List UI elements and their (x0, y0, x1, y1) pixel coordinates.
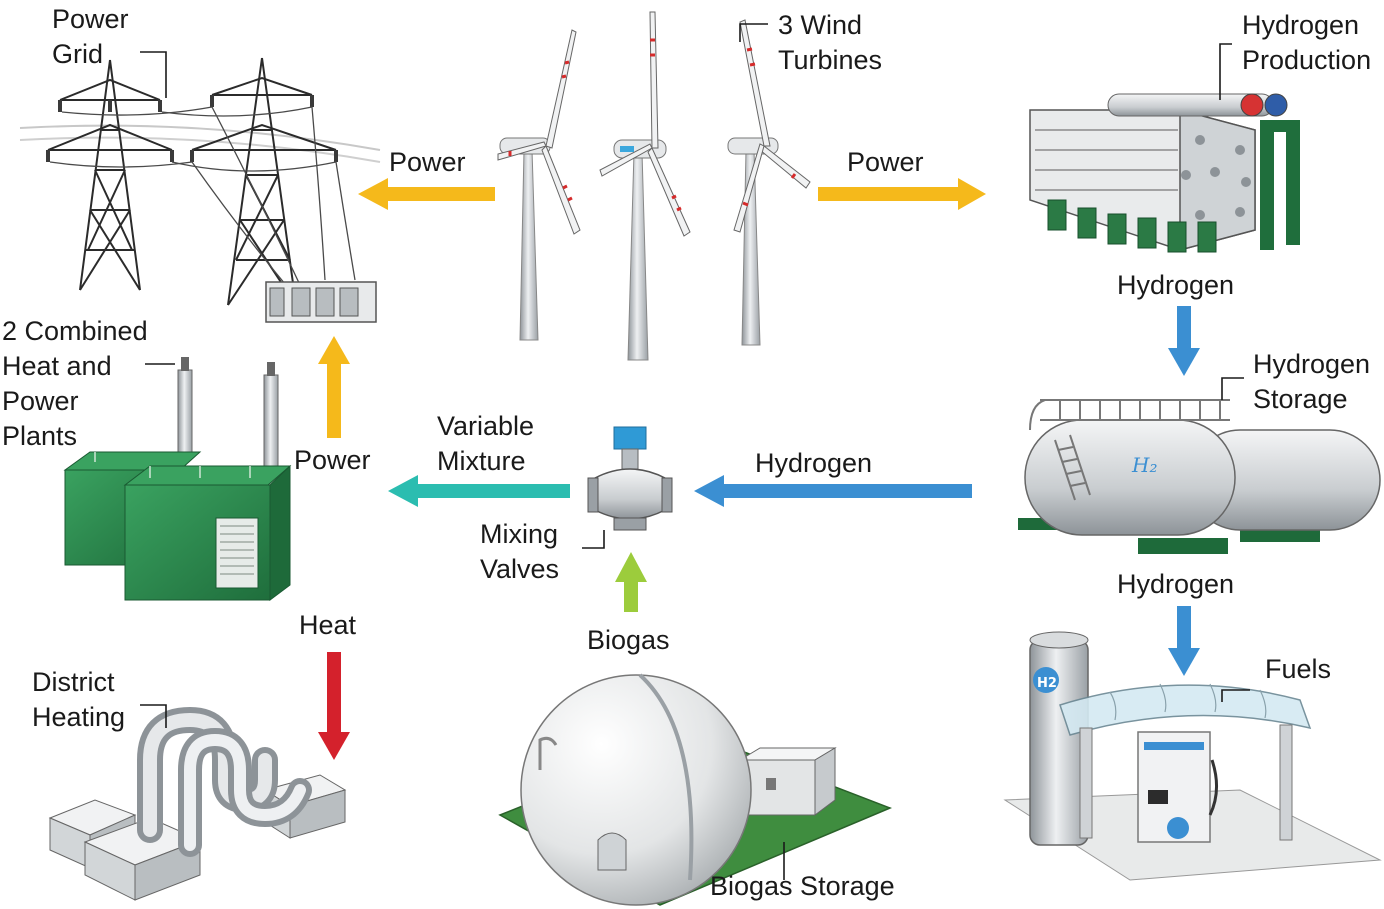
heat-flow-label: Heat (299, 610, 357, 640)
hydrogen-storage-label-line-1: Hydrogen (1253, 349, 1371, 379)
hydrogen-flow-2-label: Hydrogen (1117, 569, 1235, 599)
hydrogen-production-label-line-2: Production (1242, 45, 1372, 75)
hydrogen-production-illustration (1029, 43, 1300, 253)
power-grid-label-line-1: Power (52, 4, 129, 34)
arrow-biogas-to-mixing-valve (615, 552, 647, 612)
hydrogen-storage-label: Hydrogen Storage (1253, 347, 1370, 417)
wind-turbines-illustration (497, 11, 811, 361)
arrow-mixture-to-chp (388, 475, 570, 507)
district-heating-label: District Heating (32, 665, 125, 735)
mixing-valves-label: Mixing Valves (480, 517, 559, 587)
biogas-storage-label: Biogas Storage (710, 871, 895, 901)
arrow-hydrogen-storage-to-fuels (1168, 606, 1200, 676)
power-flow-left-label: Power (389, 147, 466, 177)
chp-label-line-4: Plants (2, 421, 78, 451)
chp-plants-illustration (63, 357, 292, 601)
mixing-valves-label-line-2: Valves (480, 554, 560, 584)
chp-label-line-1: 2 Combined (2, 316, 148, 346)
district-heating-label-line-2: Heating (32, 702, 126, 732)
hydrogen-flow-1-label: Hydrogen (1117, 270, 1235, 300)
h2-station-mark: H2 (1037, 676, 1057, 691)
hydrogen-storage-illustration: H₂ (1018, 377, 1381, 554)
power-grid-illustration (19, 51, 381, 323)
h2-tank-mark: H₂ (1131, 453, 1157, 477)
arrow-power-chp-to-grid (318, 336, 350, 438)
district-heating-label-line-1: District (32, 667, 115, 697)
arrow-heat-to-district-heating (318, 652, 350, 760)
power-flow-up-label: Power (294, 445, 371, 475)
wind-turbines-label-line-1: 3 Wind (778, 10, 863, 40)
variable-mixture-label-line-1: Variable (437, 411, 535, 441)
chp-plants-label: 2 Combined Heat and Power Plants (2, 314, 148, 454)
variable-mixture-label: Variable Mixture (437, 409, 534, 479)
biogas-storage-illustration (498, 673, 893, 906)
fuel-station-illustration: H2 (1003, 631, 1382, 881)
arrow-hydrogen-to-mixing-valve (694, 475, 972, 507)
wind-turbines-label-line-2: Turbines (778, 45, 883, 75)
arrow-power-to-grid (358, 178, 495, 210)
power-grid-label-line-2: Grid (52, 39, 104, 69)
arrow-power-to-hydrogen-production (818, 178, 986, 210)
hydrogen-production-label: Hydrogen Production (1242, 8, 1371, 78)
hydrogen-storage-label-line-2: Storage (1253, 384, 1348, 414)
chp-label-line-2: Heat and (2, 351, 112, 381)
variable-mixture-label-line-2: Mixture (437, 446, 526, 476)
power-grid-label: Power Grid (52, 2, 129, 72)
biogas-flow-label: Biogas (587, 625, 670, 655)
mixing-valve-illustration (582, 426, 673, 549)
arrow-hydrogen-production-to-storage (1168, 306, 1200, 376)
wind-turbines-label: 3 Wind Turbines (778, 8, 882, 78)
fuels-label: Fuels (1265, 654, 1332, 684)
power-flow-right-label: Power (847, 147, 924, 177)
chp-label-line-3: Power (2, 386, 79, 416)
hydrogen-flow-left-label: Hydrogen (755, 448, 873, 478)
district-heating-illustration (48, 704, 347, 901)
hydrogen-production-label-line-1: Hydrogen (1242, 10, 1360, 40)
mixing-valves-label-line-1: Mixing (480, 519, 559, 549)
